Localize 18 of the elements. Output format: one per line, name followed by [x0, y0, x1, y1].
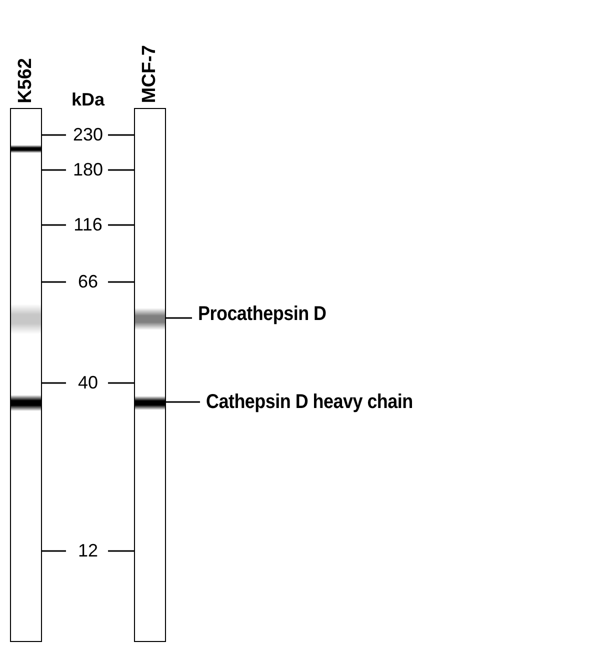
protein-band: [135, 308, 165, 330]
molecular-weight-label: 230: [72, 124, 104, 146]
band-label: Procathepsin D: [198, 303, 326, 326]
lane-label: MCF-7: [139, 44, 161, 103]
protein-band: [11, 145, 41, 153]
molecular-weight-label: 180: [72, 160, 104, 180]
protein-band: [135, 396, 165, 410]
leader-line: [166, 401, 200, 403]
molecular-weight-label: 116: [72, 214, 104, 236]
lane-label: K562: [15, 58, 37, 103]
molecular-weight-label: 12: [76, 540, 100, 562]
protein-band: [11, 304, 41, 334]
protein-band: [11, 395, 41, 411]
leader-line: [166, 317, 192, 319]
band-label: Cathepsin D heavy chain: [206, 391, 413, 414]
molecular-weight-label: 40: [76, 372, 100, 394]
molecular-weight-label: 66: [76, 272, 100, 292]
unit-label: kDa: [70, 90, 106, 110]
